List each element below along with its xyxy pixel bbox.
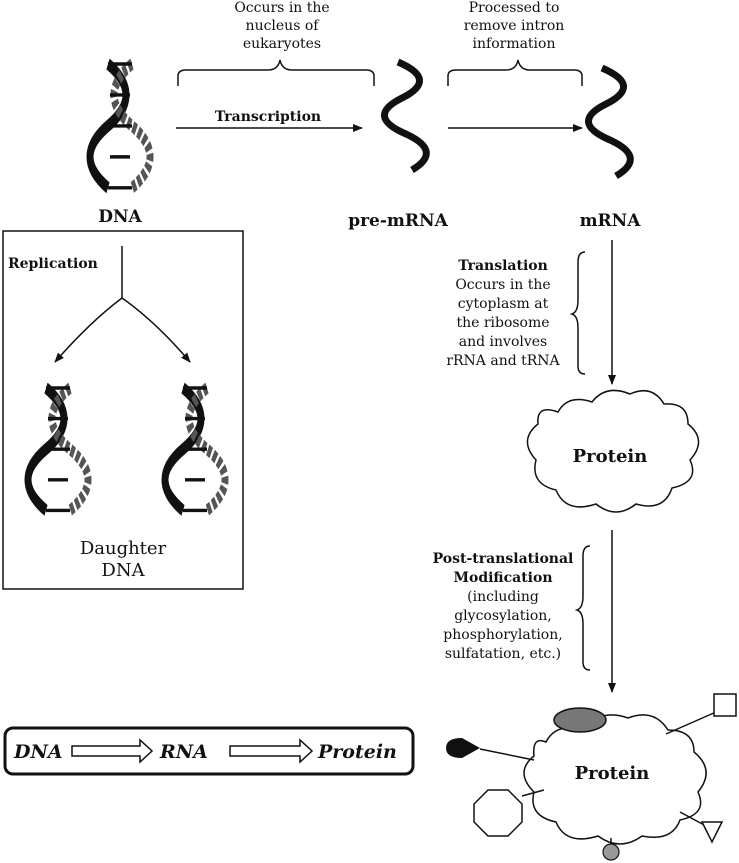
modified-protein-label: Protein	[575, 763, 650, 784]
mod-link-left	[479, 748, 535, 761]
mod-link-triangle	[679, 811, 707, 827]
nucleus-note-line-3: eukaryotes	[243, 36, 321, 52]
dogma-protein: Protein	[317, 741, 397, 763]
dogma-arrow-1	[71, 738, 154, 764]
daughter-dna-helix-right	[165, 388, 225, 510]
transcription-label: Transcription	[215, 109, 321, 125]
ribosome-blob	[553, 707, 607, 733]
nucleus-note-line-2: nucleus of	[246, 18, 321, 34]
mod-teardrop-left	[446, 738, 480, 758]
post-translational-note-line-1: (including	[467, 589, 539, 605]
mod-drop-bottom	[602, 843, 620, 861]
mod-octagon	[473, 789, 523, 837]
translation-label: Translation	[458, 258, 548, 274]
translation-note-line-2: cytoplasm at	[458, 296, 549, 312]
post-translational-label-line-2: Modification	[453, 570, 552, 586]
intron-note-line-1: Processed to	[469, 0, 560, 16]
translation-brace	[569, 251, 586, 375]
intron-note-line-3: information	[473, 36, 556, 52]
dogma-dna: DNA	[13, 741, 63, 763]
nucleus-brace	[177, 59, 375, 86]
post-translational-note-line-2: glycosylation,	[454, 608, 552, 624]
nucleus-note-line-1: Occurs in the	[234, 0, 329, 16]
dna-label: DNA	[98, 207, 142, 227]
replication-left-arrow	[54, 297, 123, 363]
daughter-label-line-1: Daughter	[80, 538, 167, 559]
translation-note-line-3: the ribosome	[456, 315, 549, 331]
intron-brace	[447, 59, 583, 86]
central-dogma-box	[3, 726, 415, 776]
translation-note-line-1: Occurs in the	[455, 277, 550, 293]
dogma-arrow-2	[229, 738, 314, 764]
protein-cloud	[526, 389, 700, 513]
replication-box	[2, 230, 244, 590]
dna-helix	[90, 64, 150, 188]
translation-note-line-4: and involves	[459, 334, 547, 350]
mod-link-square	[665, 711, 717, 735]
protein-label: Protein	[573, 446, 648, 467]
daughter-label-line-2: DNA	[101, 560, 145, 581]
mrna-strand	[588, 68, 630, 176]
replication-right-arrow	[121, 297, 191, 363]
mod-square	[713, 693, 737, 717]
daughter-dna-helix-left	[28, 388, 88, 510]
translation-note-line-5: rRNA and tRNA	[446, 353, 560, 369]
mod-triangle	[700, 821, 724, 844]
post-translational-note-line-3: phosphorylation,	[443, 627, 562, 643]
replication-label: Replication	[8, 256, 98, 272]
pre-mrna-strand	[384, 62, 426, 170]
mod-link-octagon	[521, 789, 545, 797]
intron-note-line-2: remove intron	[464, 18, 565, 34]
dogma-rna: RNA	[159, 741, 208, 763]
post-translational-note-line-4: sulfatation, etc.)	[445, 646, 561, 662]
post-translational-brace	[574, 545, 591, 671]
pre-mrna-label: pre-mRNA	[348, 211, 448, 231]
mrna-label: mRNA	[580, 211, 642, 231]
post-translational-label-line-1: Post-translational	[433, 551, 574, 567]
